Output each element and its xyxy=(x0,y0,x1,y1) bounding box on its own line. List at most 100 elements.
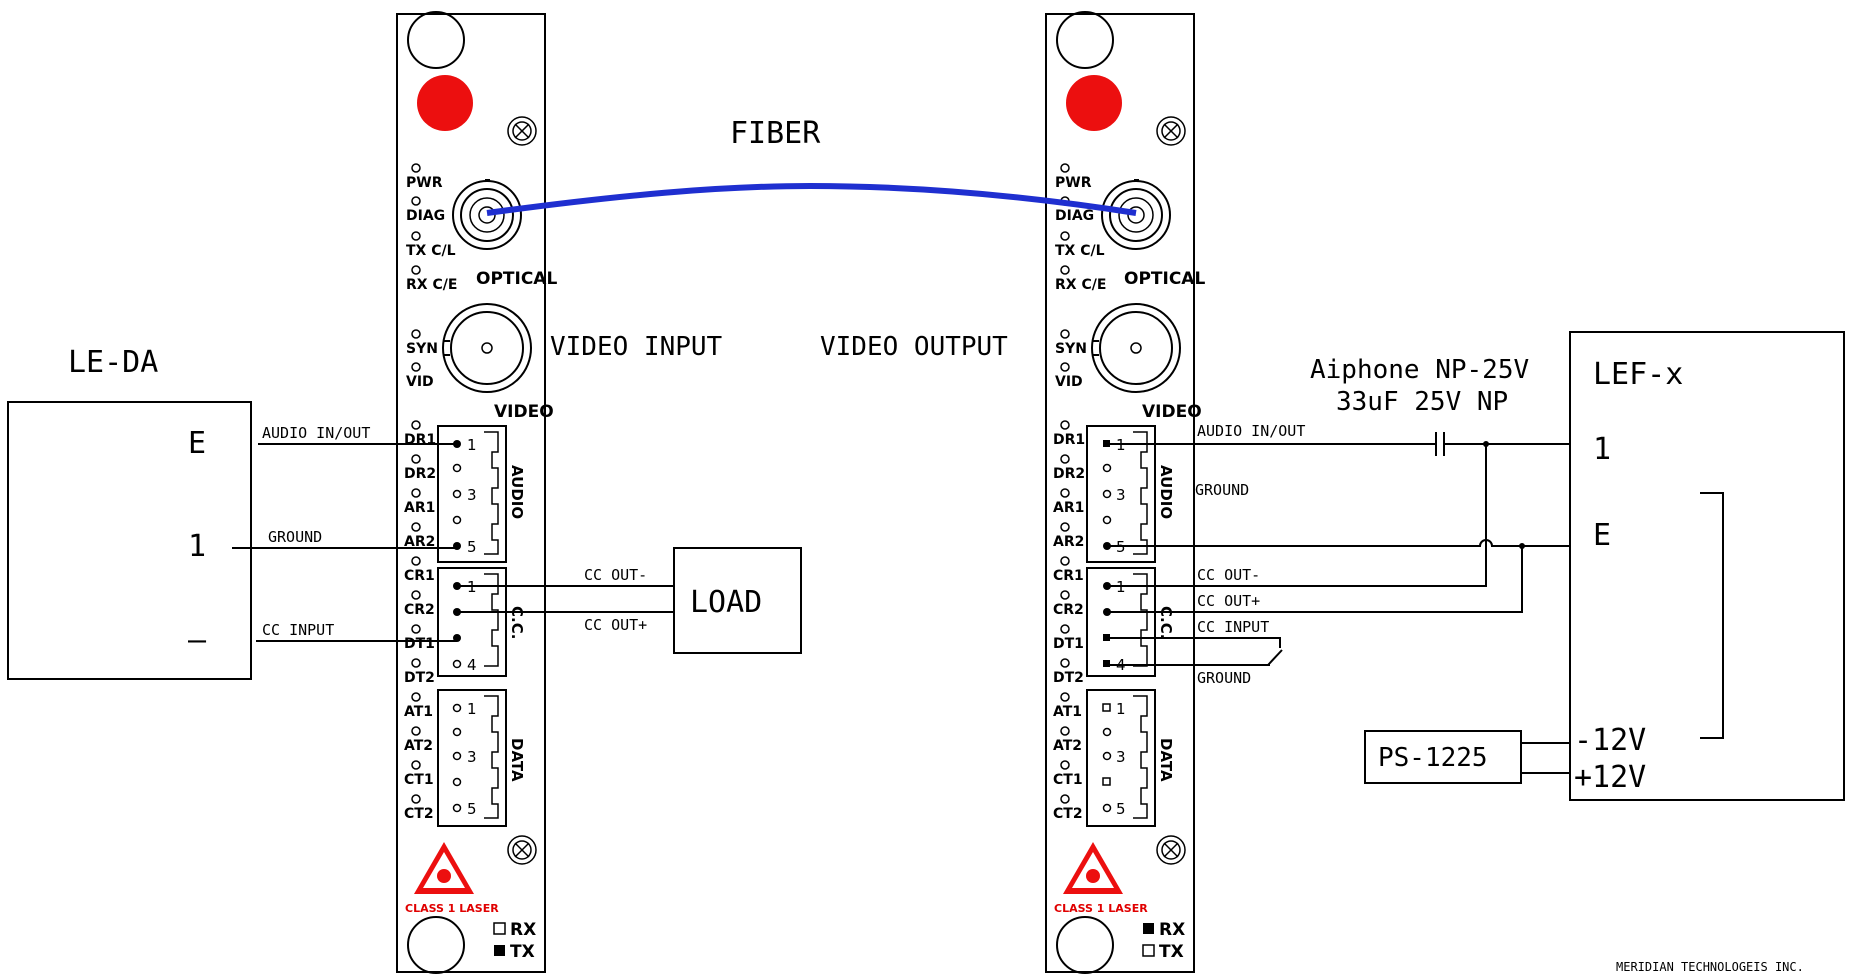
switch-icon xyxy=(1267,649,1283,666)
left-rx-checkbox xyxy=(493,922,506,935)
lef-neg-12v: -12V xyxy=(1574,723,1646,758)
lef-terminal-1: 1 xyxy=(1593,432,1611,467)
right-bottom-mount-hole xyxy=(1056,916,1114,974)
left-pin-ct1: CT1 xyxy=(404,772,434,788)
left-led-pwr: PWR xyxy=(406,175,443,191)
right-power-indicator-icon xyxy=(1066,75,1122,131)
right-audio-pin3: 3 xyxy=(1116,486,1126,504)
le-da-ground-label: GROUND xyxy=(268,528,322,546)
right-pin-at1: AT1 xyxy=(1053,704,1082,720)
lef-box xyxy=(1569,331,1845,801)
left-pin-cr1: CR1 xyxy=(404,568,435,584)
right-cc-out-minus-wire xyxy=(1107,444,1487,587)
lef-terminal-e: E xyxy=(1593,518,1611,553)
right-video-connector xyxy=(1091,303,1181,393)
right-cc-out-plus-wire xyxy=(1107,546,1523,613)
left-optical-connector xyxy=(452,179,522,250)
left-pin-at1: AT1 xyxy=(404,704,433,720)
left-rx-label: RX xyxy=(510,920,536,940)
ps-box xyxy=(1364,730,1522,784)
fiber-cable xyxy=(486,182,1137,216)
left-pin-at2: AT2 xyxy=(404,738,433,754)
right-led-tx: TX C/L xyxy=(1055,243,1105,259)
right-pin-ar1: AR1 xyxy=(1053,500,1084,516)
left-audio-label: AUDIO xyxy=(508,465,526,519)
left-laser-label: CLASS 1 LASER xyxy=(405,902,499,915)
capacitor-icon xyxy=(1435,432,1445,456)
left-pin-ct2: CT2 xyxy=(404,806,434,822)
aiphone-label: Aiphone NP-25V xyxy=(1310,355,1529,385)
right-optical-connector xyxy=(1101,179,1171,250)
left-pin-dr2: DR2 xyxy=(404,466,436,482)
right-led-diag: DIAG xyxy=(1055,208,1094,224)
left-data-pin5: 5 xyxy=(467,800,477,818)
load-cc-out-minus-label: CC OUT- xyxy=(584,566,647,584)
right-data-terminal-block: 1 3 5 DATA xyxy=(1086,689,1175,827)
right-data-label: DATA xyxy=(1157,738,1175,782)
lef-bracket xyxy=(1700,492,1724,739)
right-module-panel xyxy=(1045,13,1195,973)
left-led-column: PWR DIAG TX C/L RX C/E SYN VID xyxy=(406,163,457,390)
left-cc-label: C.C. xyxy=(508,606,526,639)
right-laser-label: CLASS 1 LASER xyxy=(1054,902,1148,915)
left-tx-checkbox-checked xyxy=(494,945,505,956)
left-cc-pin4: 4 xyxy=(467,656,477,674)
le-da-terminal-e: E xyxy=(188,426,206,461)
left-tx-label: TX xyxy=(510,942,535,962)
footer-company: MERIDIAN TECHNOLOGEIS INC. xyxy=(1616,960,1804,974)
right-pin-ct2: CT2 xyxy=(1053,806,1083,822)
le-da-terminal-1: 1 xyxy=(188,529,206,564)
right-audio-label: AUDIO IN/OUT xyxy=(1197,422,1305,440)
right-cc-out-minus-label: CC OUT- xyxy=(1197,566,1260,584)
right-led-vid: VID xyxy=(1055,374,1083,390)
right-audio-label: AUDIO xyxy=(1157,465,1175,519)
load-box xyxy=(673,547,802,654)
right-junction-node xyxy=(1483,441,1489,447)
fiber-label: FIBER xyxy=(730,116,821,151)
left-led-rx: RX C/E xyxy=(406,277,457,293)
le-da-title: LE-DA xyxy=(68,345,158,380)
right-tx-checkbox xyxy=(1142,944,1155,957)
right-led-pwr: PWR xyxy=(1055,175,1092,191)
left-top-mount-hole xyxy=(407,11,465,69)
left-data-terminal-block: 1 3 5 DATA xyxy=(437,689,526,827)
right-cc-label: C.C. xyxy=(1157,606,1175,639)
lef-pos-12v: +12V xyxy=(1574,760,1646,795)
left-pin-dr1: DR1 xyxy=(404,432,436,448)
right-pin-at2: AT2 xyxy=(1053,738,1082,754)
right-laser-warning-icon xyxy=(1063,842,1123,894)
right-receiver-module: OPTICAL VIDEO PWR DIAG TX C/L RX C/E SYN… xyxy=(1045,11,1205,974)
left-pin-dt1: DT1 xyxy=(404,636,435,652)
left-pin-ar2: AR2 xyxy=(404,534,435,550)
video-output-label: VIDEO OUTPUT xyxy=(820,332,1008,362)
left-video-label: VIDEO xyxy=(494,402,554,422)
left-led-diag: DIAG xyxy=(406,208,445,224)
right-pin-dr2: DR2 xyxy=(1053,466,1085,482)
left-pin-dt2: DT2 xyxy=(404,670,435,686)
right-video-label: VIDEO xyxy=(1142,402,1202,422)
right-cc-input-label: CC INPUT xyxy=(1197,618,1269,636)
right-pin-dt1: DT1 xyxy=(1053,636,1084,652)
right-rx-checkbox-checked xyxy=(1143,923,1154,934)
right-bottom-screw-icon xyxy=(1156,835,1186,865)
capacitor-spec-label: 33uF 25V NP xyxy=(1336,387,1508,417)
left-led-tx: TX C/L xyxy=(406,243,456,259)
left-transmitter-module: OPTICAL VIDEO PWR DIAG TX C/L RX C/E SYN… xyxy=(396,11,557,974)
right-led-column: PWR DIAG TX C/L RX C/E SYN VID xyxy=(1055,163,1106,390)
left-pin-cr2: CR2 xyxy=(404,602,435,618)
right-ground-label: GROUND xyxy=(1195,481,1249,499)
left-laser-warning-icon xyxy=(414,842,474,894)
video-input-label: VIDEO INPUT xyxy=(550,332,723,362)
left-video-connector xyxy=(442,303,532,393)
left-audio-pin3: 3 xyxy=(467,486,477,504)
right-pin-labels: DR1 DR2 AR1 AR2 CR1 CR2 DT1 DT2 AT1 AT2 … xyxy=(1053,420,1085,822)
right-cc-input-wire xyxy=(1107,637,1281,648)
le-da-cc-input-label: CC INPUT xyxy=(262,621,334,639)
left-module-panel xyxy=(396,13,546,973)
right-ground2-label: GROUND xyxy=(1197,669,1251,687)
right-data-pin3: 3 xyxy=(1116,748,1126,766)
right-pin-cr2: CR2 xyxy=(1053,602,1084,618)
ps-title: PS-1225 xyxy=(1378,743,1488,773)
right-pin-dt2: DT2 xyxy=(1053,670,1084,686)
